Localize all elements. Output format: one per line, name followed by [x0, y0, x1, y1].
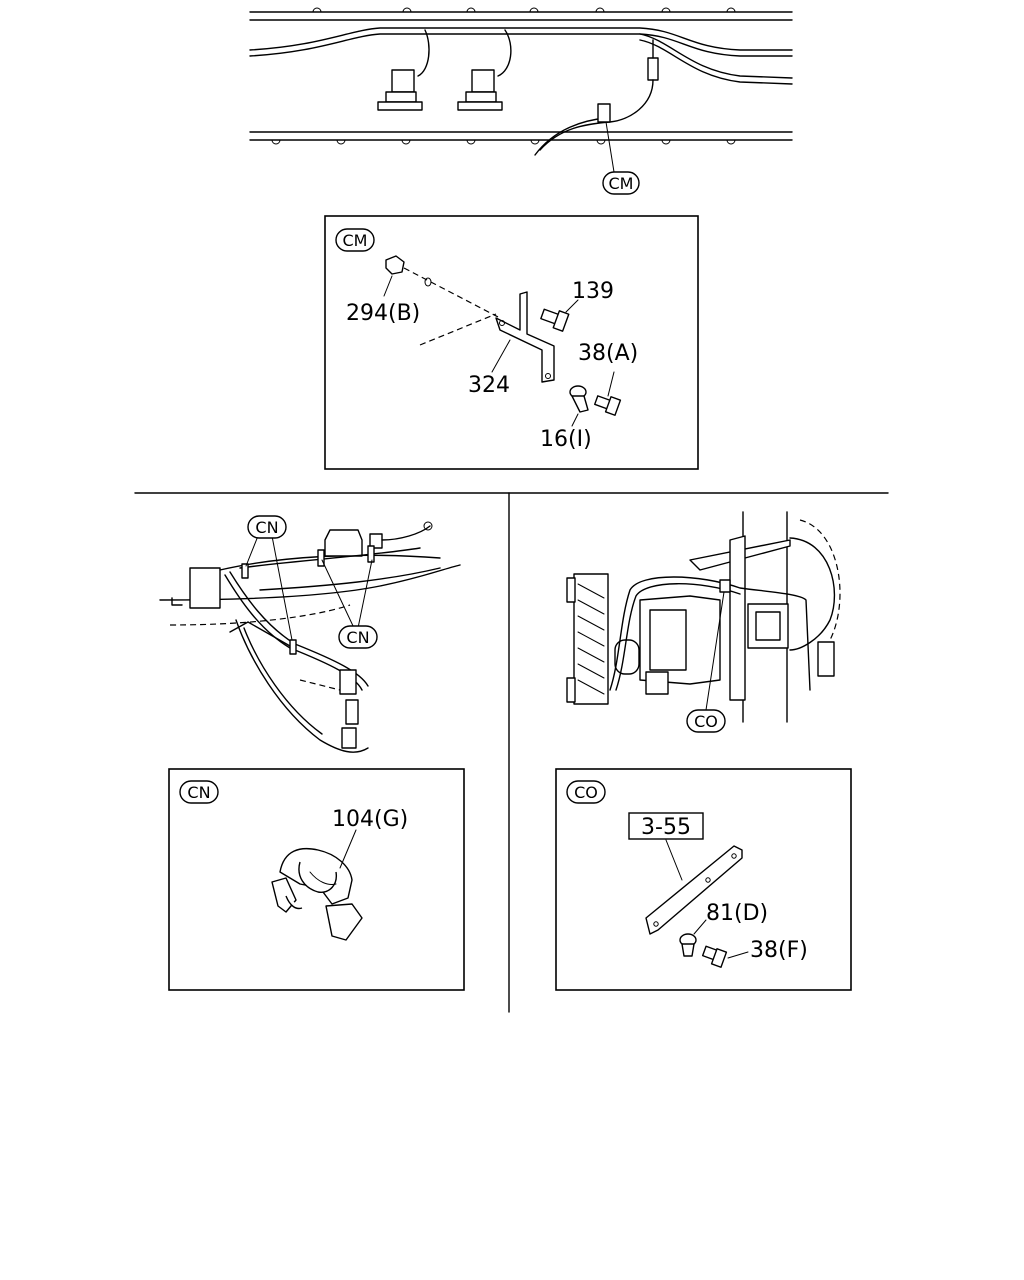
- bracket-co-icon: [645, 845, 743, 935]
- valve-1: [391, 69, 415, 93]
- detail-cn-panel: CN 104(G): [168, 768, 465, 991]
- detail-co-tag-label: CO: [574, 783, 598, 802]
- label-104: 104(G): [332, 807, 408, 832]
- callout-cn-b: [338, 625, 378, 649]
- callout-co-top-label: CO: [694, 712, 718, 731]
- label-16: 16(I): [540, 427, 592, 452]
- callout-cm-top-label: CM: [609, 174, 634, 193]
- label-324: 324: [468, 373, 510, 398]
- clip-cm: [597, 103, 611, 123]
- detail-cm-tag: [335, 228, 375, 252]
- ref-3-55: 3-55: [641, 815, 691, 840]
- clip-81-icon: [679, 933, 697, 957]
- valve-2: [471, 69, 495, 93]
- bolt-139-icon: [540, 308, 570, 332]
- detail-cn-tag: [179, 780, 219, 804]
- callout-cn-a-label: CN: [255, 518, 278, 537]
- cn-overview: CN CN: [159, 515, 461, 753]
- detail-co-panel: CO 3-55 81(D) 38(F): [555, 768, 852, 991]
- co-overview: CO: [566, 511, 841, 733]
- ref-box-3-55: [628, 812, 704, 840]
- bolt-38a-icon: [594, 395, 622, 416]
- callout-cm-top: [602, 171, 640, 195]
- frame-rail-overview: CM: [249, 7, 793, 195]
- callout-cn-b-label: CN: [346, 628, 369, 647]
- callout-co-top: [686, 709, 726, 733]
- label-139: 139: [572, 279, 614, 304]
- label-81: 81(D): [706, 901, 768, 926]
- clip-16-icon: [569, 385, 589, 413]
- label-38f: 38(F): [750, 938, 808, 963]
- pipe-fitting: [647, 57, 659, 81]
- detail-cm-tag-label: CM: [343, 231, 368, 250]
- clip-104-icon: [271, 847, 363, 941]
- nut-294-icon: [385, 255, 405, 275]
- detail-cn-tag-label: CN: [187, 783, 210, 802]
- junction-box: [324, 529, 363, 557]
- label-38a: 38(A): [578, 341, 638, 366]
- bracket-324: [495, 291, 555, 383]
- callout-cn-a: [247, 515, 287, 539]
- bolt-38f-icon: [701, 945, 728, 968]
- label-294: 294(B): [346, 301, 420, 326]
- detail-co-tag: [566, 780, 606, 804]
- detail-cm-panel: CM 294(B) 324 139 16(I): [324, 215, 699, 470]
